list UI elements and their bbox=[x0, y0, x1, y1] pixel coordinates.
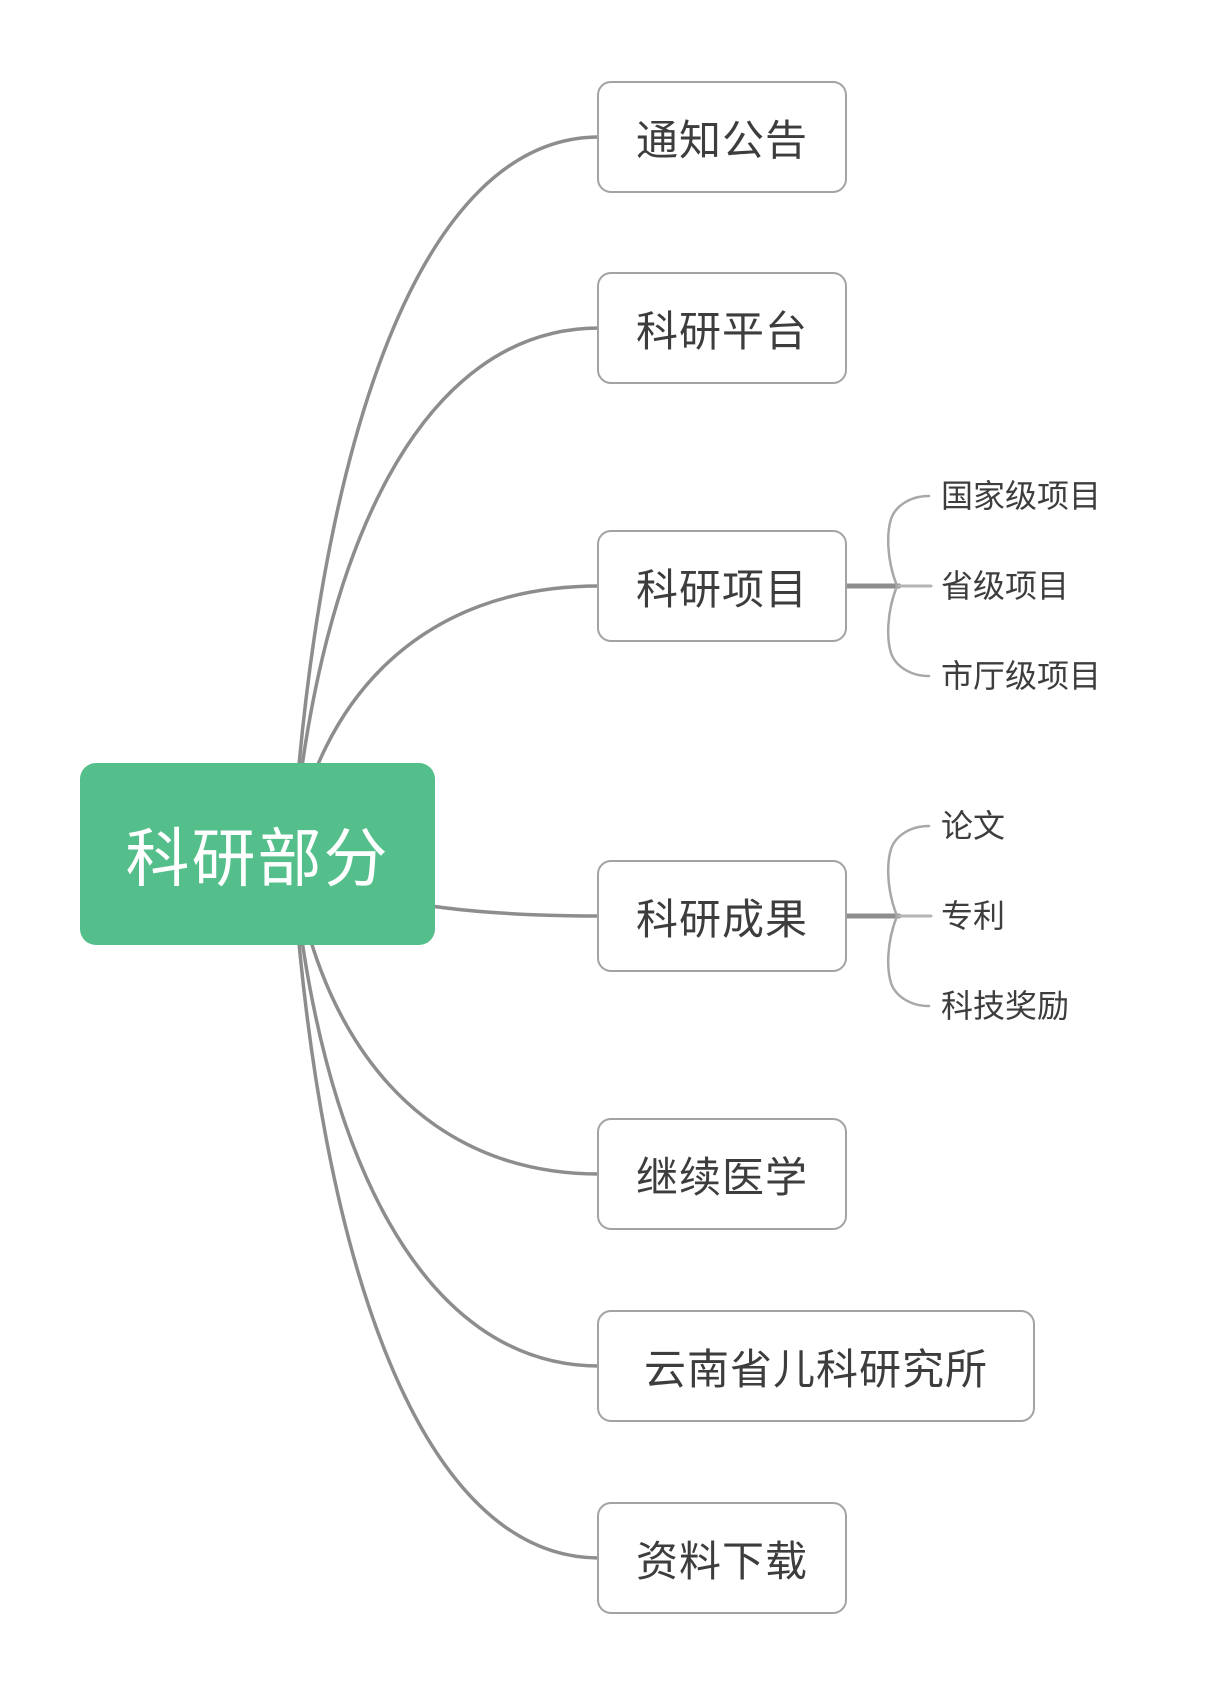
branch-node-notices[interactable]: 通知公告 bbox=[597, 81, 847, 193]
branch-node-research-achievements[interactable]: 科研成果 bbox=[597, 860, 847, 972]
leaf-node-papers[interactable]: 论文 bbox=[941, 808, 1006, 844]
branch-node-label: 云南省儿科研究所 bbox=[643, 1345, 988, 1393]
branch-node-research-projects[interactable]: 科研项目 bbox=[597, 530, 847, 642]
leaf-node-national-projects[interactable]: 国家级项目 bbox=[941, 478, 1102, 514]
root-node-label: 科研部分 bbox=[125, 823, 390, 895]
branch-node-downloads[interactable]: 资料下载 bbox=[597, 1502, 847, 1614]
branch-node-label: 科研项目 bbox=[635, 565, 808, 613]
branch-node-label: 科研成果 bbox=[635, 895, 808, 943]
leaf-node-patents[interactable]: 专利 bbox=[941, 898, 1006, 934]
sub-curve-awards bbox=[886, 914, 931, 1008]
branch-curve-pediatric-institute bbox=[290, 853, 601, 1368]
branch-node-label: 资料下载 bbox=[635, 1537, 808, 1585]
leaf-node-provincial-projects[interactable]: 省级项目 bbox=[941, 568, 1070, 604]
branch-curve-platform bbox=[290, 326, 601, 857]
sub-curve-papers bbox=[886, 824, 931, 918]
branch-node-pediatric-institute[interactable]: 云南省儿科研究所 bbox=[597, 1310, 1035, 1422]
sub-curve-national-projects bbox=[886, 494, 931, 588]
sub-curve-municipal-projects bbox=[886, 584, 931, 678]
root-node[interactable]: 科研部分 bbox=[80, 763, 435, 945]
branch-node-research-platform[interactable]: 科研平台 bbox=[597, 272, 847, 384]
branch-node-label: 通知公告 bbox=[635, 116, 808, 164]
branch-node-label: 科研平台 bbox=[635, 307, 808, 355]
branch-curve-notices bbox=[290, 135, 601, 857]
leaf-node-municipal-projects[interactable]: 市厅级项目 bbox=[941, 658, 1102, 694]
branch-curve-downloads bbox=[290, 853, 601, 1560]
branch-node-continuing-education[interactable]: 继续医学 bbox=[597, 1118, 847, 1230]
leaf-node-tech-awards[interactable]: 科技奖励 bbox=[941, 988, 1070, 1024]
branch-node-label: 继续医学 bbox=[635, 1153, 808, 1201]
